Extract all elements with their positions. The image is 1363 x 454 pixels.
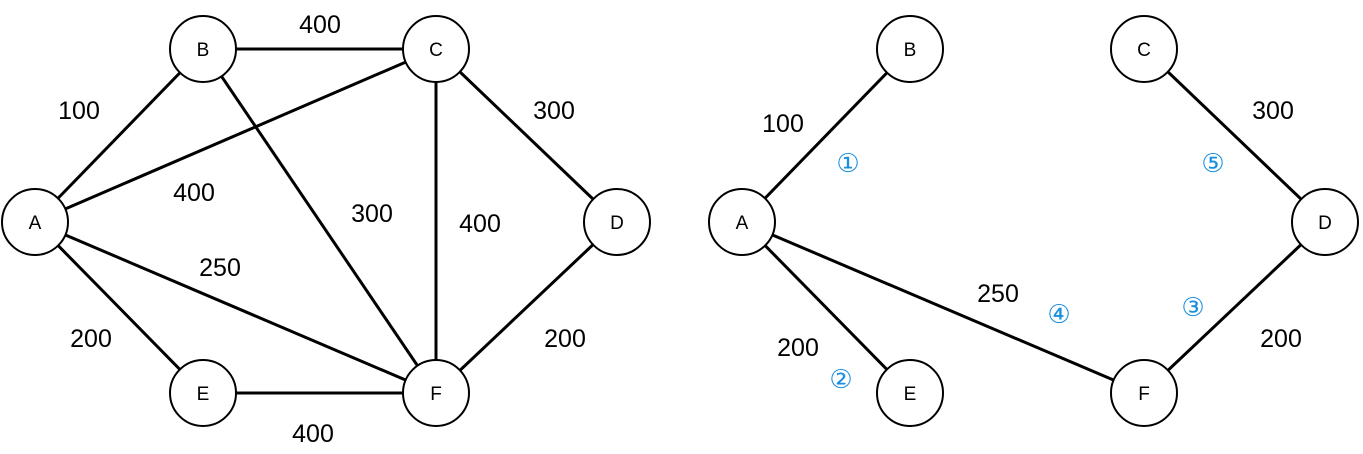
tree-node-c [1110,15,1178,83]
tree-order-marker-a-b: ① [836,149,859,179]
tree-weight-a-b: 100 [762,110,804,138]
full-edge-b-f [201,48,438,394]
tree-edge-c-d [1142,47,1327,224]
full-edge-d-f [434,220,619,395]
full-node-e [169,359,237,427]
full-weight-a-b: 100 [58,97,100,125]
tree-node-label-b: B [904,40,917,61]
full-weight-b-c: 400 [299,11,341,39]
tree-node-d [1291,188,1359,256]
tree-node-f [1110,359,1178,427]
full-edge-a-e [33,220,205,395]
tree-weight-a-f: 250 [977,280,1019,308]
tree-node-label-c: C [1137,40,1151,61]
tree-weight-c-d: 300 [1252,97,1294,125]
tree-node-label-e: E [904,384,917,405]
full-node-label-a: A [29,213,42,234]
full-node-a [1,188,69,256]
tree-order-marker-c-d: ⑤ [1201,149,1224,179]
full-weight-b-f: 300 [351,200,393,228]
full-node-b [169,15,237,83]
tree-edge-a-e [740,220,912,395]
tree-node-a [708,188,776,256]
full-weight-a-c: 400 [173,179,215,207]
full-edge-a-c [34,47,437,224]
full-weight-c-f: 400 [459,210,501,238]
tree-node-label-a: A [736,213,749,234]
full-node-f [402,359,470,427]
tree-edge-a-f [741,220,1145,395]
tree-node-b [876,15,944,83]
full-edge-c-d [434,47,619,224]
full-node-label-f: F [430,384,442,405]
tree-weight-a-e: 200 [777,334,819,362]
tree-weight-d-f: 200 [1260,325,1302,353]
tree-node-label-f: F [1138,384,1150,405]
full-weight-d-f: 200 [544,325,586,353]
tree-order-marker-d-f: ③ [1181,293,1204,323]
full-node-label-d: D [610,213,624,234]
tree-order-marker-a-f: ④ [1047,300,1070,330]
full-weight-a-e: 200 [70,325,112,353]
full-node-label-e: E [197,384,210,405]
full-weight-a-f: 250 [199,254,241,282]
full-graph: A B C D E F 100 400 400 300 400 300 250 200 400 200 [1,11,651,448]
full-node-label-b: B [197,40,210,61]
full-weight-c-d: 300 [533,97,575,125]
full-edge-a-b [33,47,205,224]
tree-graph: A B C D E F 100 ① 200 ② 200 ③ 250 ④ 300 ⑤ [708,15,1359,427]
full-weight-e-f: 400 [292,420,334,448]
full-edge-a-f [34,220,437,395]
tree-order-marker-a-e: ② [829,365,852,395]
full-node-c [402,15,470,83]
tree-node-e [876,359,944,427]
tree-edge-d-f [1142,220,1327,395]
tree-node-label-d: D [1318,213,1332,234]
full-node-label-c: C [429,40,443,61]
tree-edge-a-b [740,47,912,224]
full-node-d [583,188,651,256]
